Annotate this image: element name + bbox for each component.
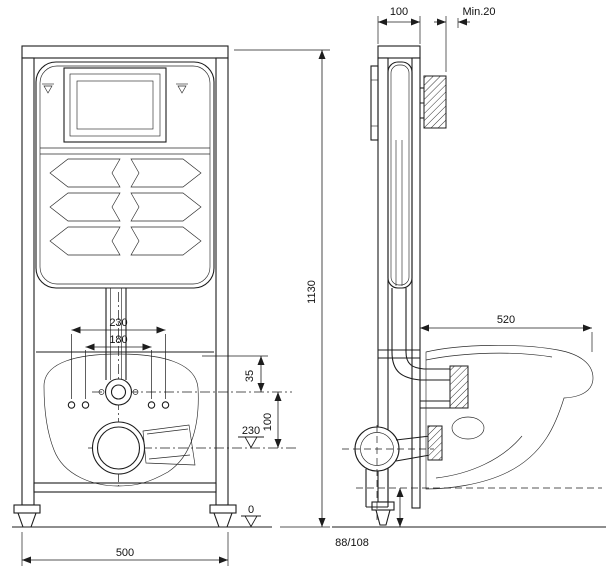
cistern-side [370, 61, 413, 289]
front-left-foot [17, 512, 37, 528]
front-bottom-crossbar [33, 482, 217, 493]
level-outlet: 230 [238, 425, 264, 449]
cistern-body [35, 61, 215, 289]
bowl-trap-detail [451, 416, 485, 440]
front-view: 230 180 35 100 230 0 [12, 45, 330, 566]
front-right-foot [213, 512, 233, 528]
dim-frame-depth: 100 [377, 6, 421, 44]
wall-anchor-block [423, 75, 447, 129]
cistern [35, 61, 215, 289]
flush-connection [98, 378, 139, 406]
level-floor: 0 [241, 504, 261, 528]
dim-drain-height-label: 88/108 [335, 537, 369, 549]
arrow-ribbon [130, 192, 202, 222]
arrow-ribbon [130, 226, 202, 256]
outlet-spigot [142, 424, 196, 466]
dim-bowl-depth-label: 520 [497, 314, 515, 326]
cistern-body-inner [39, 65, 211, 285]
adjust-mark-right [176, 83, 188, 94]
flush-plate-window [63, 67, 167, 143]
arrow-ribbon [49, 158, 121, 188]
outlet-gasket [427, 425, 443, 461]
protection-panel-pattern [49, 158, 202, 256]
front-left-rail [21, 57, 35, 506]
flush-pipe-front [105, 288, 127, 380]
front-left-foot-plate [13, 504, 41, 514]
fixing-rod-holes [67, 401, 170, 409]
side-foot [375, 509, 391, 526]
dim-bowl-depth: 520 [420, 314, 593, 352]
level-outlet-label: 230 [242, 425, 260, 437]
waste-elbow [342, 425, 443, 523]
dim-wall-anchor: Min.20 [434, 6, 496, 72]
dim-drain-height: 88/108 [335, 488, 404, 549]
flush-plate-window-frame [69, 73, 161, 137]
dim-wall-anchor-label: Min.20 [462, 6, 495, 18]
front-right-rail [215, 57, 229, 506]
waste-outlet [91, 421, 196, 475]
arrow-ribbon [49, 226, 121, 256]
front-top-crossbar [21, 45, 229, 59]
front-right-foot-plate [209, 504, 237, 514]
dim-flush-offset-label: 35 [244, 370, 256, 382]
bowl-outline-side [425, 345, 594, 490]
dim-rod-outer-label: 230 [109, 317, 127, 329]
flush-plate-side [370, 65, 379, 141]
dim-frame-width: 500 [21, 532, 229, 566]
dim-flush-to-outlet-label: 100 [262, 413, 274, 431]
level-floor-label: 0 [248, 504, 254, 516]
flush-plate-window-opening [76, 80, 154, 130]
bowl-outline-front [43, 353, 199, 487]
adjust-mark-left [42, 83, 54, 94]
arrow-ribbon [49, 192, 121, 222]
arrow-ribbon [130, 158, 202, 188]
side-foot-plate [371, 501, 395, 511]
dim-rod-outer: 230 [71, 317, 166, 399]
side-wall-plate [411, 57, 421, 509]
side-top-crossbar [377, 45, 421, 59]
dim-frame-height-label: 1130 [306, 280, 318, 304]
dim-rod-inner-label: 180 [109, 334, 127, 346]
dim-frame-height: 1130 [234, 49, 330, 527]
flush-pipe-side [391, 288, 469, 409]
dim-frame-width-label: 500 [116, 547, 134, 559]
dim-flush-offset: 35 [202, 355, 268, 392]
dim-flush-to-outlet: 100 [262, 392, 282, 448]
wall-bracket [420, 75, 447, 129]
dim-frame-depth-label: 100 [390, 6, 408, 18]
side-view: 100 Min.20 520 88/108 [332, 6, 606, 549]
bowl-inlet-gasket [449, 365, 469, 409]
dim-rod-inner: 180 [85, 334, 152, 399]
front-frame [13, 45, 237, 528]
